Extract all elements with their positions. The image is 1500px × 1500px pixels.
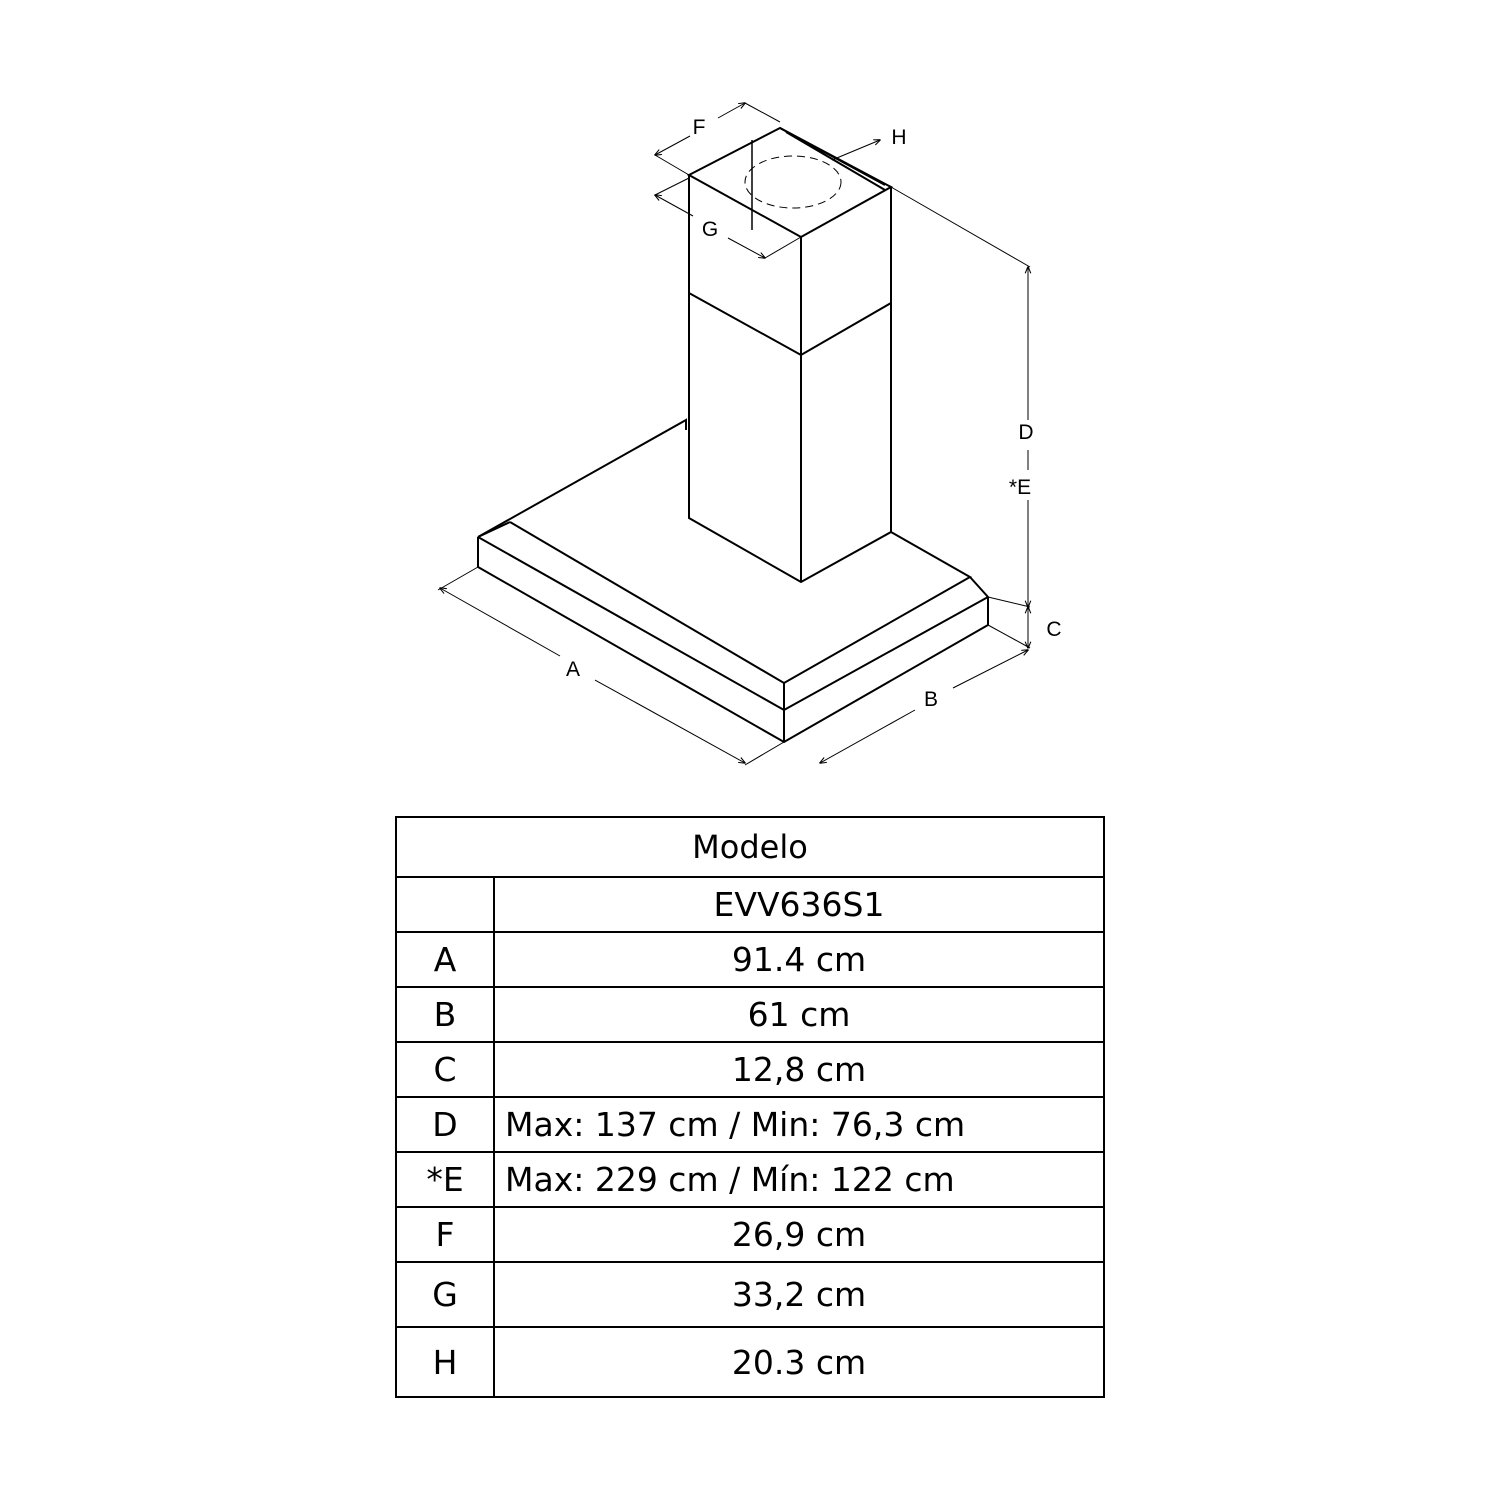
dim-key: B xyxy=(395,986,495,1043)
dim-key: A xyxy=(395,931,495,988)
model-row: EVV636S1 xyxy=(395,876,1105,933)
label-b: B xyxy=(924,688,938,711)
label-c: C xyxy=(1046,618,1061,641)
model-header: Modelo xyxy=(395,816,1105,878)
dim-value: 61 cm xyxy=(493,986,1105,1043)
dim-key: *E xyxy=(395,1151,495,1208)
dim-key: D xyxy=(395,1096,495,1153)
dim-value: 12,8 cm xyxy=(493,1041,1105,1098)
dimension-lines xyxy=(437,103,1030,766)
hood-canopy xyxy=(477,418,990,744)
label-e: *E xyxy=(1009,476,1031,499)
range-hood-dimension-drawing: A B C D *E F G H xyxy=(437,0,1062,766)
dim-value: 20.3 cm xyxy=(493,1326,1105,1398)
label-f: F xyxy=(693,116,706,139)
table-header-row: Modelo xyxy=(395,816,1105,878)
dim-value: Max: 137 cm / Min: 76,3 cm xyxy=(493,1096,1105,1153)
dim-key: C xyxy=(395,1041,495,1098)
dim-key: H xyxy=(395,1326,495,1398)
dim-value: 91.4 cm xyxy=(493,931,1105,988)
label-d: D xyxy=(1018,421,1033,444)
dim-value: Max: 229 cm / Mín: 122 cm xyxy=(493,1151,1105,1208)
label-h: H xyxy=(891,126,906,149)
label-g: G xyxy=(702,218,718,241)
dim-value: 26,9 cm xyxy=(493,1206,1105,1263)
chimney xyxy=(686,126,894,584)
dim-value: 33,2 cm xyxy=(493,1261,1105,1328)
dim-key: G xyxy=(395,1261,495,1328)
model-name: EVV636S1 xyxy=(493,876,1105,933)
empty-cell xyxy=(395,876,495,933)
label-a: A xyxy=(566,658,580,681)
dim-key: F xyxy=(395,1206,495,1263)
